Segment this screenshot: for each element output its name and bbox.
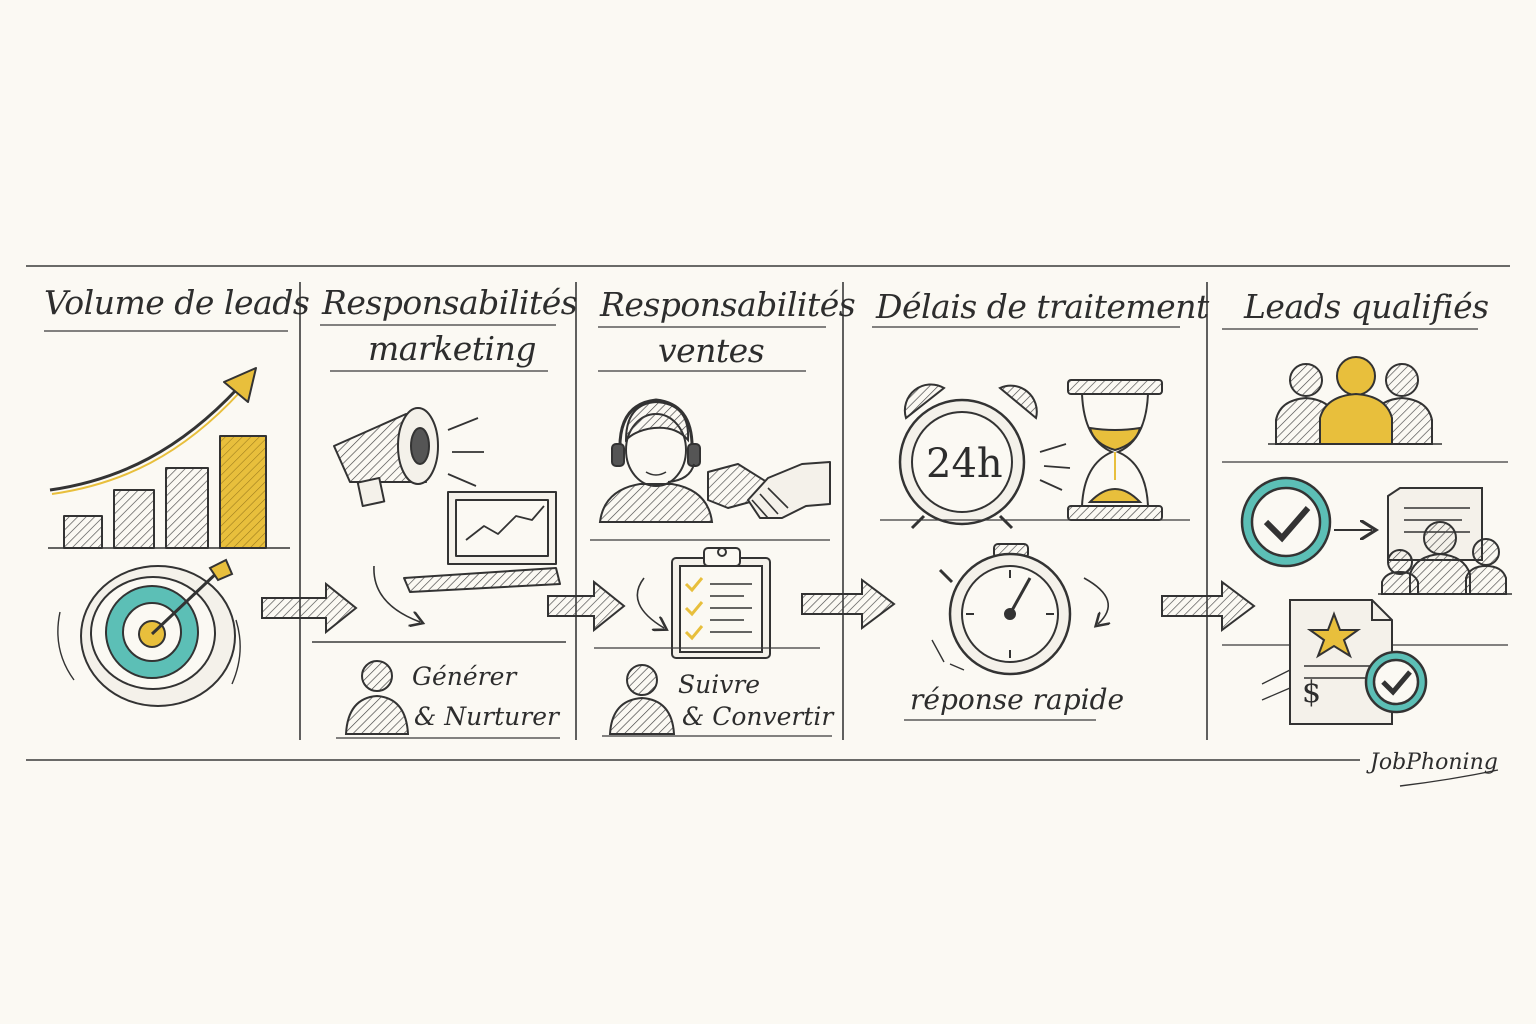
column-3-caption-2: & Convertir xyxy=(682,702,834,731)
flow-arrow-2 xyxy=(547,579,626,633)
qualified-group-icon xyxy=(1268,356,1442,445)
checklist-clipboard-icon xyxy=(636,547,771,659)
flow-arrow-3 xyxy=(801,578,896,630)
column-2-title-line2: marketing xyxy=(368,329,536,368)
marketer-avatar xyxy=(344,660,410,735)
column-2-caption-2: & Nurturer xyxy=(414,702,559,731)
frame xyxy=(26,265,1510,761)
growth-chart-icon xyxy=(48,367,290,549)
clock-24h-label: 24h xyxy=(926,441,1003,487)
stopwatch-icon xyxy=(931,543,1108,676)
handshake-icon xyxy=(707,461,831,519)
hourglass-icon xyxy=(1067,379,1163,521)
flow-arrow-4 xyxy=(1161,580,1256,632)
alarm-clock-icon xyxy=(898,383,1071,530)
approved-badge-icon xyxy=(1364,650,1428,714)
column-3-title-line2: ventes xyxy=(658,331,765,370)
sales-rep-avatar xyxy=(608,664,676,735)
qualified-check-icon xyxy=(1240,476,1372,568)
support-agent-icon xyxy=(598,398,714,523)
laptop-icon xyxy=(373,491,561,622)
title-underlines xyxy=(44,324,1478,372)
lead-profile-icon xyxy=(1378,487,1512,595)
column-4-caption: réponse rapide xyxy=(910,683,1125,716)
column-5-title: Leads qualifiés xyxy=(1244,287,1489,326)
flow-arrow-1 xyxy=(261,581,358,635)
column-3-caption-1: Suivre xyxy=(678,670,761,699)
megaphone-icon xyxy=(333,407,484,508)
column-1-title: Volume de leads xyxy=(44,283,310,322)
brand-swoosh xyxy=(1399,769,1499,787)
target-icon xyxy=(57,558,241,707)
column-4-title: Délais de traitement xyxy=(876,287,1209,326)
column-3-title: Responsabilités xyxy=(600,285,856,324)
dollar-sign-label: $ xyxy=(1302,675,1322,710)
column-2-caption-1: Générer xyxy=(412,662,517,691)
brand-logo-text: JobPhoning xyxy=(1370,750,1498,775)
column-2-title: Responsabilités xyxy=(322,283,578,322)
